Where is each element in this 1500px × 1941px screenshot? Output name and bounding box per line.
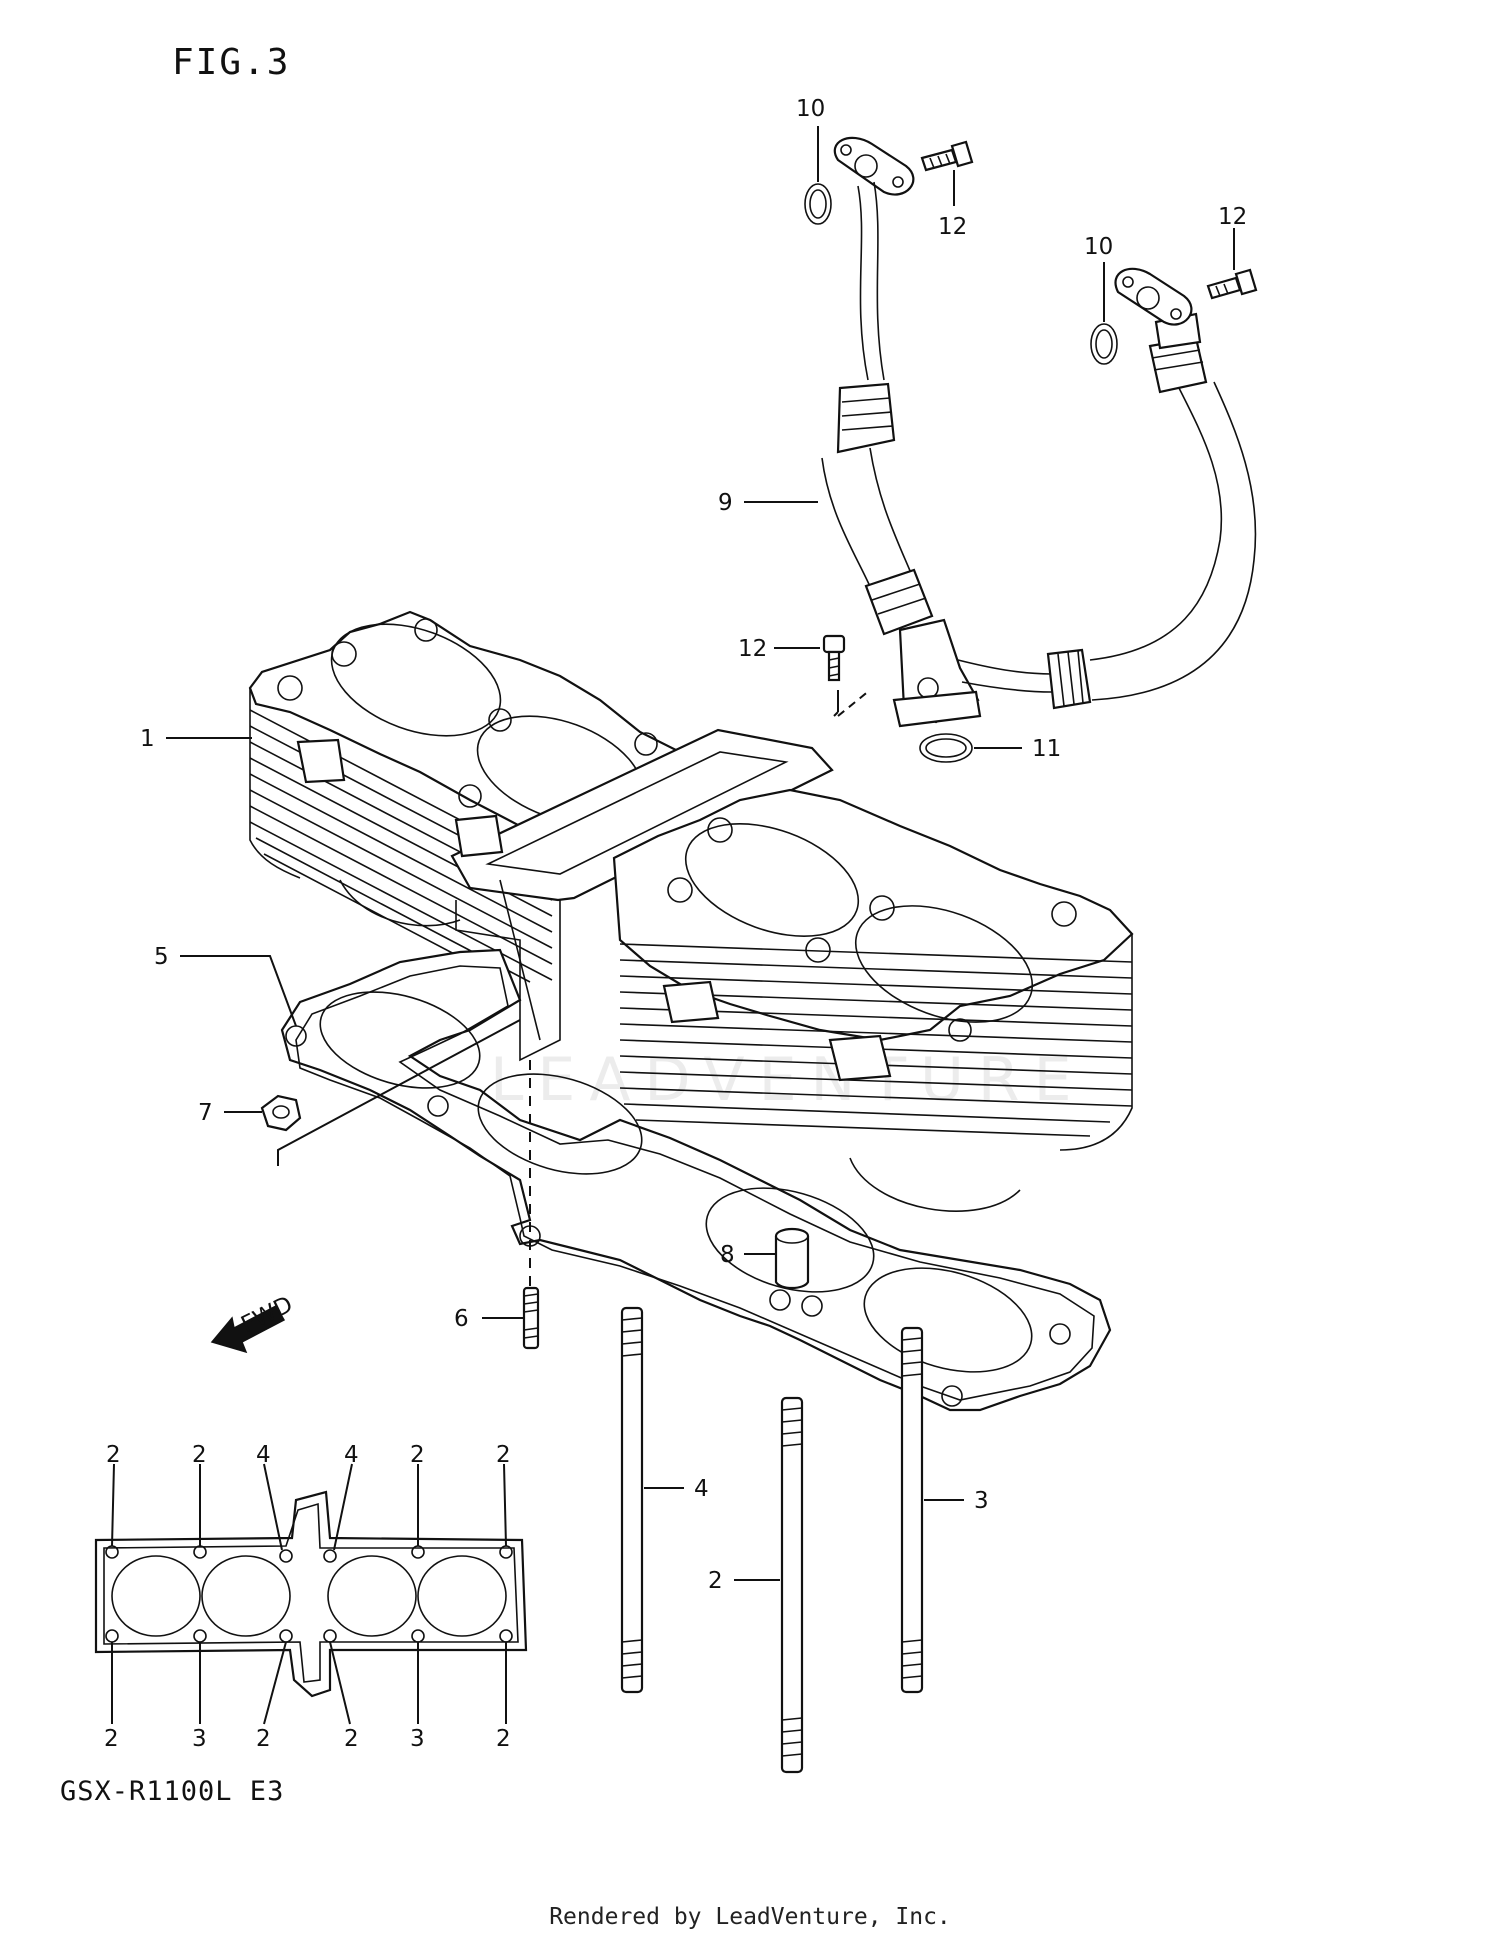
oil-hose-assembly xyxy=(821,136,1257,728)
model-code: GSX-R1100L E3 xyxy=(60,1776,285,1807)
stud-4 xyxy=(620,1306,644,1694)
o-ring-10-right-inner xyxy=(1095,329,1113,359)
inset-top-label-4: 4 xyxy=(344,1442,359,1468)
callout-7: 7 xyxy=(198,1100,213,1126)
bolt-12-lower xyxy=(822,634,846,682)
callout-11: 11 xyxy=(1032,736,1061,762)
cylinder-block xyxy=(248,610,1134,1212)
stud-3 xyxy=(900,1326,924,1694)
cylinder-base-gasket xyxy=(280,948,1112,1412)
footer-credit: Rendered by LeadVenture, Inc. xyxy=(549,1904,951,1930)
inset-bottom-label-3: 2 xyxy=(256,1726,271,1752)
o-ring-11 xyxy=(919,733,973,763)
inset-bottom-label-5: 3 xyxy=(410,1726,425,1752)
callout-10-left: 10 xyxy=(796,96,825,122)
callout-3: 3 xyxy=(974,1488,989,1514)
bolt-12-top xyxy=(920,140,974,172)
inset-bottom-label-4: 2 xyxy=(344,1726,359,1752)
callout-6: 6 xyxy=(454,1306,469,1332)
watermark: LEADVENTURE xyxy=(490,1045,1086,1115)
fwd-label: FWD xyxy=(237,1291,297,1338)
o-ring-11-inner xyxy=(925,738,967,758)
callout-12-top: 12 xyxy=(938,214,967,240)
inset-bottom-label-2: 3 xyxy=(192,1726,207,1752)
inset-bottom-label-6: 2 xyxy=(496,1726,511,1752)
fwd-arrow-icon: FWD xyxy=(210,1291,297,1354)
callout-8: 8 xyxy=(720,1242,735,1268)
stud-6 xyxy=(522,1286,540,1350)
stud-layout-inset: 2 2 4 4 2 2 2 3 2 2 3 2 xyxy=(94,1442,528,1752)
stud-2 xyxy=(780,1396,804,1774)
callout-9: 9 xyxy=(718,490,733,516)
callouts: 1 5 7 6 8 4 2 3 9 10 10 11 xyxy=(140,96,1247,1594)
inset-bottom-label-1: 2 xyxy=(104,1726,119,1752)
callout-12-right: 12 xyxy=(1218,204,1247,230)
callout-2: 2 xyxy=(708,1568,723,1594)
callout-12-lower: 12 xyxy=(738,636,767,662)
inset-top-label-2: 2 xyxy=(192,1442,207,1468)
callout-5: 5 xyxy=(154,944,169,970)
callout-1: 1 xyxy=(140,726,155,752)
inset-top-label-5: 2 xyxy=(410,1442,425,1468)
o-ring-10-left-inner xyxy=(809,189,827,219)
o-ring-10-left xyxy=(804,183,832,225)
inset-top-label-3: 4 xyxy=(256,1442,271,1468)
inset-top-label-6: 2 xyxy=(496,1442,511,1468)
inset-top-label-1: 2 xyxy=(106,1442,121,1468)
figure-title: FIG.3 xyxy=(172,42,291,83)
bolt-12-right xyxy=(1206,268,1258,300)
o-ring-10-right xyxy=(1090,323,1118,365)
nut-7 xyxy=(260,1094,302,1132)
callout-4: 4 xyxy=(694,1476,709,1502)
callout-10-right: 10 xyxy=(1084,234,1113,260)
dowel-pin-8 xyxy=(774,1227,810,1290)
